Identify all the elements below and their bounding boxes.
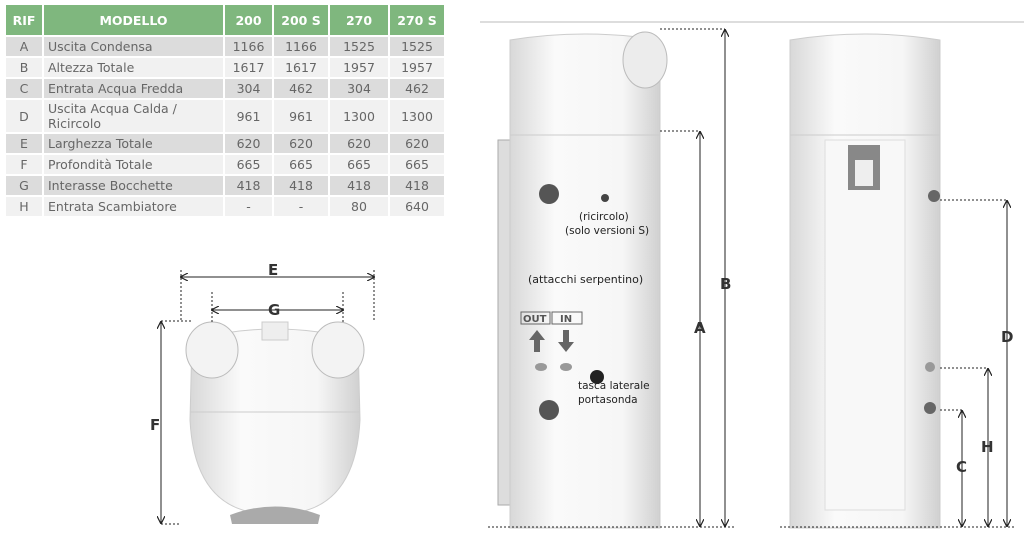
- cell-rif: F: [6, 155, 42, 174]
- label-b: B: [720, 275, 731, 293]
- duct-right: [311, 321, 365, 379]
- cell-value: 462: [390, 79, 444, 98]
- cell-modello: Uscita Condensa: [44, 37, 223, 56]
- note-ricircolo: (ricircolo): [579, 211, 629, 223]
- header-200: 200: [225, 5, 272, 35]
- cell-rif: H: [6, 197, 42, 216]
- header-rif: RIF: [6, 5, 42, 35]
- cell-rif: C: [6, 79, 42, 98]
- cell-value: 620: [274, 134, 328, 153]
- cell-modello: Interasse Bocchette: [44, 176, 223, 195]
- cell-value: 1957: [330, 58, 388, 77]
- cell-value: 665: [390, 155, 444, 174]
- cell-value: 620: [330, 134, 388, 153]
- cell-modello: Altezza Totale: [44, 58, 223, 77]
- duct-left: [185, 321, 239, 379]
- label-out: OUT: [523, 314, 547, 325]
- note-serpentino: (attacchi serpentino): [528, 273, 643, 286]
- sensor-pocket: [590, 370, 604, 384]
- label-h: H: [981, 438, 994, 456]
- cell-modello: Entrata Scambiatore: [44, 197, 223, 216]
- cell-modello: Profondità Totale: [44, 155, 223, 174]
- cell-rif: G: [6, 176, 42, 195]
- cell-value: 961: [225, 100, 272, 132]
- cell-value: 1300: [390, 100, 444, 132]
- cell-value: 640: [390, 197, 444, 216]
- label-f: F: [150, 416, 160, 434]
- cell-value: 304: [330, 79, 388, 98]
- cell-value: -: [225, 197, 272, 216]
- cell-rif: A: [6, 37, 42, 56]
- cell-value: 620: [390, 134, 444, 153]
- header-200s: 200 S: [274, 5, 328, 35]
- label-e: E: [268, 261, 278, 279]
- cell-value: 665: [225, 155, 272, 174]
- note-solo-s: (solo versioni S): [565, 225, 649, 237]
- cell-value: 1166: [225, 37, 272, 56]
- cell-value: 418: [274, 176, 328, 195]
- cell-modello: Larghezza Totale: [44, 134, 223, 153]
- arrow-down-icon: [558, 330, 574, 352]
- cell-value: 462: [274, 79, 328, 98]
- cell-value: 665: [330, 155, 388, 174]
- header-270s: 270 S: [390, 5, 444, 35]
- label-a: A: [694, 319, 706, 337]
- note-tasca: tasca laterale: [578, 380, 650, 392]
- side-view-drawing: D H C: [780, 33, 1015, 529]
- cell-value: 418: [390, 176, 444, 195]
- cell-value: 620: [225, 134, 272, 153]
- front-view-drawing: (ricircolo) (solo versioni S) (attacchi …: [488, 28, 735, 529]
- cell-value: 961: [274, 100, 328, 132]
- cell-value: 1300: [330, 100, 388, 132]
- cell-value: 1617: [274, 58, 328, 77]
- table-header-row: RIF MODELLO 200 200 S 270 270 S: [6, 5, 444, 35]
- cell-value: 1957: [390, 58, 444, 77]
- header-modello: MODELLO: [44, 5, 223, 35]
- cell-modello: Entrata Acqua Fredda: [44, 79, 223, 98]
- label-g: G: [268, 301, 280, 319]
- cell-value: -: [274, 197, 328, 216]
- cell-value: 418: [225, 176, 272, 195]
- arrow-up-icon: [529, 330, 545, 352]
- cell-rif: E: [6, 134, 42, 153]
- cell-value: 1617: [225, 58, 272, 77]
- inlet-fitting: [539, 400, 559, 420]
- outlet-fitting: [539, 184, 559, 204]
- cell-rif: B: [6, 58, 42, 77]
- cell-value: 1525: [390, 37, 444, 56]
- cell-value: 304: [225, 79, 272, 98]
- cell-value: 665: [274, 155, 328, 174]
- label-d: D: [1001, 328, 1013, 346]
- cell-value: 80: [330, 197, 388, 216]
- top-view-drawing: E G F: [150, 261, 374, 525]
- header-270: 270: [330, 5, 388, 35]
- cell-value: 1525: [330, 37, 388, 56]
- label-c: C: [956, 458, 967, 476]
- cell-value: 418: [330, 176, 388, 195]
- note-portasonda: portasonda: [578, 394, 638, 406]
- label-in: IN: [560, 314, 572, 325]
- cell-rif: D: [6, 100, 42, 132]
- cell-value: 1166: [274, 37, 328, 56]
- cell-modello: Uscita Acqua Calda / Ricircolo: [44, 100, 223, 132]
